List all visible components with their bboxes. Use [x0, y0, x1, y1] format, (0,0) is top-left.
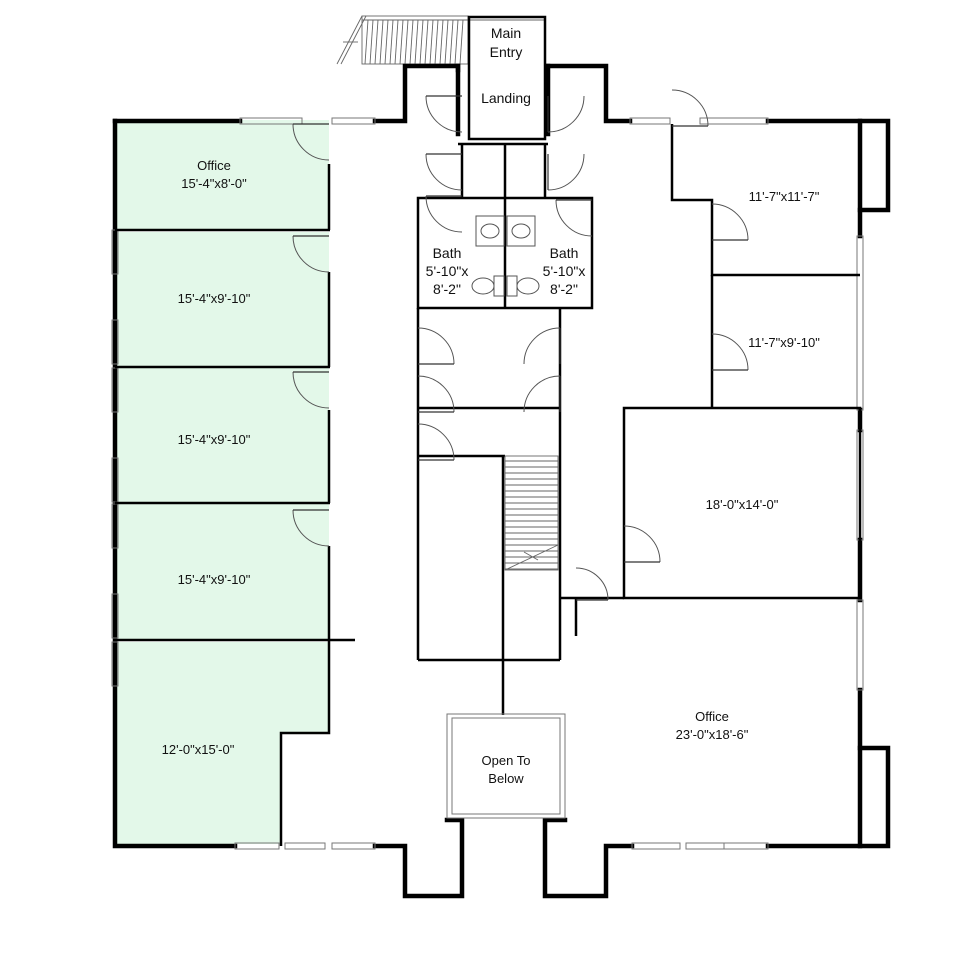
- stair-tread: [424, 19, 429, 65]
- door-swing: [292, 123, 330, 161]
- stair-tread: [419, 19, 424, 65]
- door-swing: [292, 235, 330, 273]
- right-room-2-size: 11'-7"x9'-10": [748, 335, 820, 350]
- office-top-left-fill: [115, 120, 329, 230]
- left-room-5-fill: [115, 642, 329, 844]
- stair-tread: [429, 19, 434, 65]
- door-swing: [523, 327, 561, 365]
- open-to-below-line2: Below: [488, 771, 524, 786]
- door-swing: [547, 153, 585, 191]
- doors: [292, 89, 749, 601]
- left-room-4-fill: [115, 504, 329, 640]
- stair-tread: [389, 19, 394, 65]
- landing-label: Landing: [481, 90, 531, 106]
- left-partitions: [115, 164, 355, 846]
- left-room-4-size: 15'-4"x9'-10": [178, 572, 251, 587]
- bath-right-size-a: 5'-10"x: [543, 263, 586, 279]
- open-to-below-well: [446, 713, 566, 819]
- room-labels: Office 15'-4"x8'-0" 15'-4"x9'-10" 15'-4"…: [162, 25, 821, 786]
- left-room-3-fill: [115, 368, 329, 502]
- door-swing: [425, 195, 463, 233]
- door-swing: [417, 327, 455, 365]
- door-swing: [523, 375, 561, 413]
- door-swing: [623, 525, 661, 563]
- stair-tread: [404, 19, 409, 65]
- door-swing: [417, 423, 455, 461]
- stair-tread: [444, 19, 449, 65]
- stair-tread: [369, 19, 374, 65]
- interior-stair: [504, 455, 559, 571]
- right-room-1-size: 11'-7"x11'-7": [749, 189, 820, 204]
- office-top-left-size: 15'-4"x8'-0": [181, 176, 247, 191]
- stair-tread: [384, 19, 389, 65]
- stair-tread: [439, 19, 444, 65]
- door-swing: [292, 371, 330, 409]
- door-swing: [425, 153, 463, 191]
- bath-left-size-a: 5'-10"x: [426, 263, 469, 279]
- stair-tread: [434, 19, 439, 65]
- bath-left-size-b: 8'-2": [433, 281, 461, 297]
- door-swing: [425, 95, 463, 133]
- left-room-5-size: 12'-0"x15'-0": [162, 742, 235, 757]
- left-room-3-size: 15'-4"x9'-10": [178, 432, 251, 447]
- left-room-2-size: 15'-4"x9'-10": [178, 291, 251, 306]
- door-swing: [292, 509, 330, 547]
- door-swing: [671, 89, 709, 127]
- right-room-3-size: 18'-0"x14'-0": [706, 497, 779, 512]
- door-swing: [417, 375, 455, 413]
- bath-left-name: Bath: [433, 245, 462, 261]
- office-bottom-right-size: 23'-0"x18'-6": [676, 727, 749, 742]
- stair-tread: [399, 19, 404, 65]
- door-swing: [555, 199, 593, 237]
- door-swing: [575, 567, 609, 601]
- main-entry-line2: Entry: [490, 44, 523, 60]
- stair-tread: [454, 19, 459, 65]
- door-swing: [711, 203, 749, 241]
- stair-tread: [364, 19, 369, 65]
- stair-tread: [414, 19, 419, 65]
- right-partitions: [560, 124, 862, 636]
- highlighted-rooms: [115, 120, 329, 844]
- main-entry-line1: Main: [491, 25, 521, 41]
- left-room-2-fill: [115, 232, 329, 366]
- bath-fixtures: [471, 215, 540, 297]
- stair-tread: [374, 19, 379, 65]
- bath-right-name: Bath: [550, 245, 579, 261]
- stair-tread: [394, 19, 399, 65]
- windows: [111, 117, 864, 850]
- bath-right-size-b: 8'-2": [550, 281, 578, 297]
- stair-tread: [379, 19, 384, 65]
- stair-tread: [409, 19, 414, 65]
- stair-tread: [449, 19, 454, 65]
- door-swing: [711, 333, 749, 371]
- stair-tread: [459, 19, 464, 65]
- office-top-left-name: Office: [197, 158, 231, 173]
- central-core: [416, 15, 594, 715]
- office-bottom-right-name: Office: [695, 709, 729, 724]
- open-to-below-line1: Open To: [482, 753, 531, 768]
- door-swing: [547, 95, 585, 133]
